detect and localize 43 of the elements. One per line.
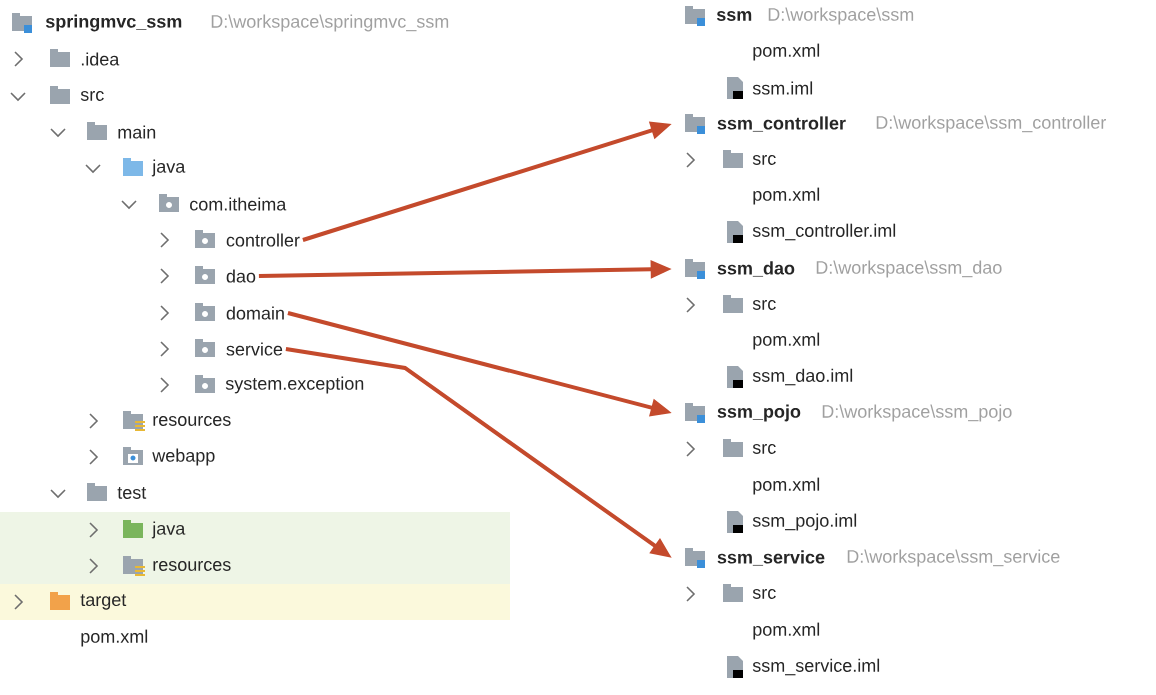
file-name: java <box>151 521 186 539</box>
file-name: ssm.iml <box>752 81 813 95</box>
file-name: resources <box>153 561 231 571</box>
folder-name: controller <box>226 233 300 247</box>
project-name: ssm <box>716 11 752 21</box>
file-name: test <box>117 487 147 499</box>
file-name: src <box>752 589 776 599</box>
folder-name: service <box>226 342 283 356</box>
path-text: D:\workspace\ssm_controller <box>876 115 1106 133</box>
file-name: webapp <box>152 448 215 466</box>
file-name: ssm_dao.iml <box>752 368 853 386</box>
file-name: pom.xml <box>753 187 820 205</box>
file-name: pom.xml <box>753 332 820 350</box>
file-name: pom.xml <box>753 43 820 61</box>
file-name: src <box>80 91 104 101</box>
path-text: D:\workspace\ssm_service <box>847 549 1060 567</box>
project-name: springmvc_ssm <box>45 14 182 32</box>
file-name: main <box>118 125 156 139</box>
file-name: ssm_controller.iml <box>752 223 896 241</box>
file-name: resources <box>153 416 231 426</box>
file-name: java <box>151 159 186 177</box>
file-name: com.itheima <box>190 197 287 211</box>
file-name: target <box>80 594 127 610</box>
path-text: D:\workspace\ssm_pojo <box>822 404 1012 422</box>
path-text: D:\workspace\springmvc_ssm <box>211 14 449 32</box>
file-name: pom.xml <box>753 622 820 640</box>
path-text: D:\workspace\ssm <box>768 7 914 25</box>
folder-name: ssm_pojo <box>717 404 801 422</box>
folder-name: dao <box>226 269 256 283</box>
file-name: src <box>752 444 776 454</box>
file-name: pom.xml <box>753 477 820 495</box>
file-name: pom.xml <box>81 629 148 647</box>
file-name: ssm_service.iml <box>752 658 880 676</box>
folder-name: ssm_controller <box>717 116 846 132</box>
file-name: .idea <box>81 52 120 66</box>
folder-name: ssm_dao <box>717 261 795 277</box>
folder-name: domain <box>226 306 284 320</box>
file-name: system.exception <box>225 376 364 394</box>
folder-name: ssm_service <box>717 550 825 566</box>
file-name: src <box>752 300 776 310</box>
file-name: ssm_pojo.iml <box>752 513 857 531</box>
path-text: D:\workspace\ssm_dao <box>816 260 1002 278</box>
file-name: src <box>752 155 776 165</box>
